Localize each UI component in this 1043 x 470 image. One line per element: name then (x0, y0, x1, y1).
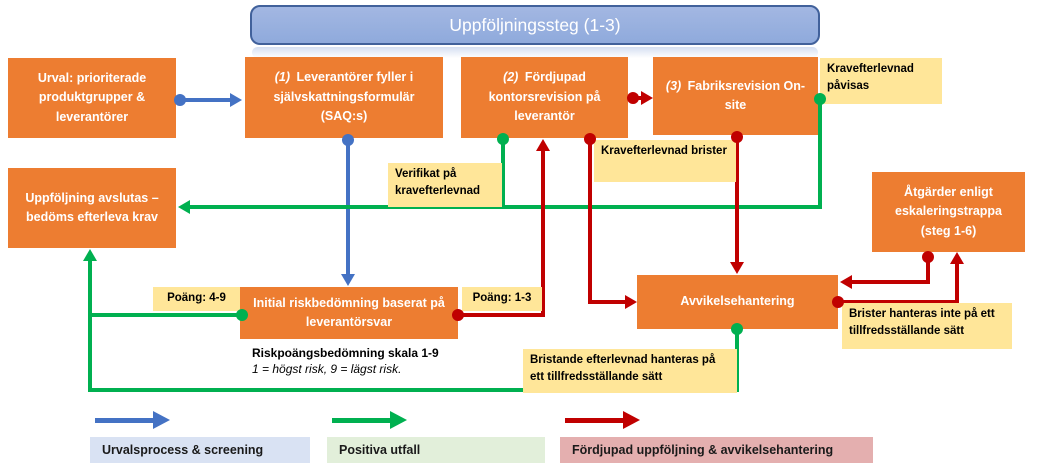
connector-fabrik-avvikelse (735, 137, 739, 262)
dot-fabrik-red-out (731, 131, 743, 143)
legend-green-item: Positiva utfall (327, 437, 545, 463)
node-kontorsrevision-label: (2) Fördjupad kontorsrevision på leveran… (488, 70, 601, 124)
node-initial-riskbedomning: Initial riskbedömning baserat på leveran… (240, 287, 458, 339)
banner-title: Uppföljningssteg (1-3) (449, 14, 621, 35)
node-avslutas-label: Uppföljning avslutas – bedöms efterleva … (25, 190, 159, 224)
label-kravefterlevnad-brister: Kravefterlevnad brister (594, 140, 736, 182)
connector-fabrik-down (818, 99, 822, 207)
note-riskpoang-explanation: 1 = högst risk, 9 = lägst risk. (252, 362, 402, 376)
arrowhead-up-atgarder (950, 252, 964, 264)
dot-urval-out (174, 94, 186, 106)
node-saq: (1) Leverantörer fyller i självskattning… (245, 57, 443, 138)
legend-blue-arrow (95, 418, 153, 423)
connector-green-left-vertical (88, 261, 92, 392)
dot-kontor-green-out (497, 133, 509, 145)
node-fabriksrevision: (3) Fabriksrevision On-site (653, 57, 818, 135)
label-verifikat: Verifikat på kravefterlevnad (388, 163, 502, 207)
legend-green-arrow (332, 418, 390, 423)
arrowhead-up-avslutas (83, 249, 97, 261)
connector-urval-saq (180, 98, 230, 102)
legend-blue-arrowhead (153, 411, 170, 429)
arrowhead-urval-saq (230, 93, 242, 107)
node-avslutas: Uppföljning avslutas – bedöms efterleva … (8, 168, 176, 248)
arrowhead-saq-initial (341, 274, 355, 286)
connector-avvikelse-green-down (735, 329, 739, 392)
connector-kontor-green (501, 139, 505, 207)
node-atgarder: Åtgärder enligt eskaleringstrappa (steg … (872, 172, 1025, 252)
node-saq-label: (1) Leverantörer fyller i självskattning… (273, 70, 415, 124)
connector-kontor-avvikelse-h (588, 300, 625, 304)
legend-red-arrowhead (623, 411, 640, 429)
dot-atgarder-out (922, 251, 934, 263)
legend-green-arrowhead (390, 411, 407, 429)
dot-saq-out (342, 134, 354, 146)
dot-kontor-red2-out (584, 133, 596, 145)
arrowhead-into-avvikelse-left (625, 295, 637, 309)
legend-red-item: Fördjupad uppföljning & avvikelsehanteri… (560, 437, 873, 463)
connector-green-bottom (88, 388, 739, 392)
connector-initial-kontor-v (541, 151, 545, 315)
node-atgarder-label: Åtgärder enligt eskaleringstrappa (steg … (895, 184, 1002, 238)
dot-initial-red-out (452, 309, 464, 321)
node-urval: Urval: prioriterade produktgrupper & lev… (8, 58, 176, 138)
connector-avvikelse-atgarder-v (955, 264, 959, 304)
banner-reflection (252, 47, 818, 58)
dot-fabrik-green-out (814, 93, 826, 105)
label-bristande-hanteras-ok: Bristande efterlevnad hanteras på ett ti… (523, 349, 737, 393)
node-fabriksrevision-label: (3) Fabriksrevision On-site (665, 78, 806, 112)
legend-red-label: Fördjupad uppföljning & avvikelsehanteri… (572, 443, 834, 457)
label-poang-4-9: Poäng: 4-9 (153, 287, 240, 311)
node-kontorsrevision: (2) Fördjupad kontorsrevision på leveran… (461, 57, 628, 138)
label-kravefterlevnad-pavisas: Kravefterlevnad påvisas (820, 58, 942, 104)
dot-avvikelse-green-out (731, 323, 743, 335)
connector-initial-green (92, 313, 242, 317)
arrowhead-kontor-fabrik (641, 91, 653, 105)
node-urval-label: Urval: prioriterade produktgrupper & lev… (37, 70, 147, 124)
arrowhead-into-avvikelse-right (840, 275, 852, 289)
connector-initial-kontor-h (458, 313, 545, 317)
dot-avvikelse-red-out (832, 296, 844, 308)
label-poang-1-3: Poäng: 1-3 (462, 287, 542, 311)
node-avvikelsehantering: Avvikelsehantering (637, 275, 838, 329)
legend-red-arrow (565, 418, 623, 423)
dot-kontor-red-out (627, 92, 639, 104)
label-brister-hanteras-inte: Brister hanteras inte på ett tillfredsst… (842, 303, 1012, 349)
node-avvikelse-label: Avvikelsehantering (680, 294, 795, 309)
note-riskpoang-scale: Riskpoängsbedömning skala 1-9 (252, 346, 439, 360)
connector-avvikelse-atgarder-h (838, 300, 959, 304)
legend-green-label: Positiva utfall (339, 443, 421, 457)
node-initial-label: Initial riskbedömning baserat på leveran… (253, 295, 445, 329)
dot-initial-green-out (236, 309, 248, 321)
connector-atgarder-avvikelse-v (926, 257, 930, 284)
connector-green-horizontal (190, 205, 822, 209)
arrowhead-up-kontor (536, 139, 550, 151)
banner-uppfoljningssteg: Uppföljningssteg (1-3) (250, 5, 820, 45)
arrowhead-into-avvikelse-top (730, 262, 744, 274)
connector-atgarder-avvikelse-h (852, 280, 930, 284)
arrowhead-into-avslutas (178, 200, 190, 214)
legend-blue-item: Urvalsprocess & screening (90, 437, 310, 463)
connector-kontor-avvikelse-v (588, 139, 592, 302)
legend-blue-label: Urvalsprocess & screening (102, 443, 264, 457)
